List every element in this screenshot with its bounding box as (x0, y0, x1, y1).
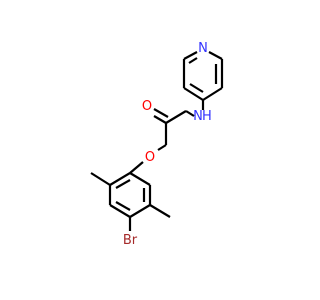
bromine-label: Br (123, 233, 138, 248)
methyl-bond (149, 204, 171, 218)
molecule-svg: N N H O O Br (90, 41, 224, 248)
bond (183, 87, 204, 101)
amide-hydrogen-label: H (202, 109, 212, 124)
benzene-ring (108, 172, 152, 218)
bond (109, 172, 131, 186)
bond (129, 172, 151, 186)
bond (202, 87, 223, 101)
double-bond-line (115, 201, 131, 211)
methyl-bond (90, 172, 111, 186)
bond (208, 51, 223, 60)
bond (165, 110, 187, 124)
bond (153, 115, 167, 124)
pyridine-nitrogen-label: N (198, 41, 208, 56)
bond (129, 161, 144, 174)
bond (153, 108, 169, 118)
bond (183, 51, 198, 60)
bond (157, 144, 167, 151)
bond (185, 110, 195, 117)
pyridine-ring (182, 51, 224, 101)
amide-nitrogen-label: N (193, 109, 203, 124)
bond (109, 204, 131, 218)
ether-oxygen-label: O (145, 150, 155, 165)
structure-diagram: N N H O O Br (90, 41, 224, 248)
double-bond-line (189, 83, 204, 93)
carbonyl-oxygen-label: O (142, 99, 152, 114)
double-bond-line (188, 57, 198, 64)
double-bond-line (115, 179, 131, 189)
bond (129, 204, 151, 218)
